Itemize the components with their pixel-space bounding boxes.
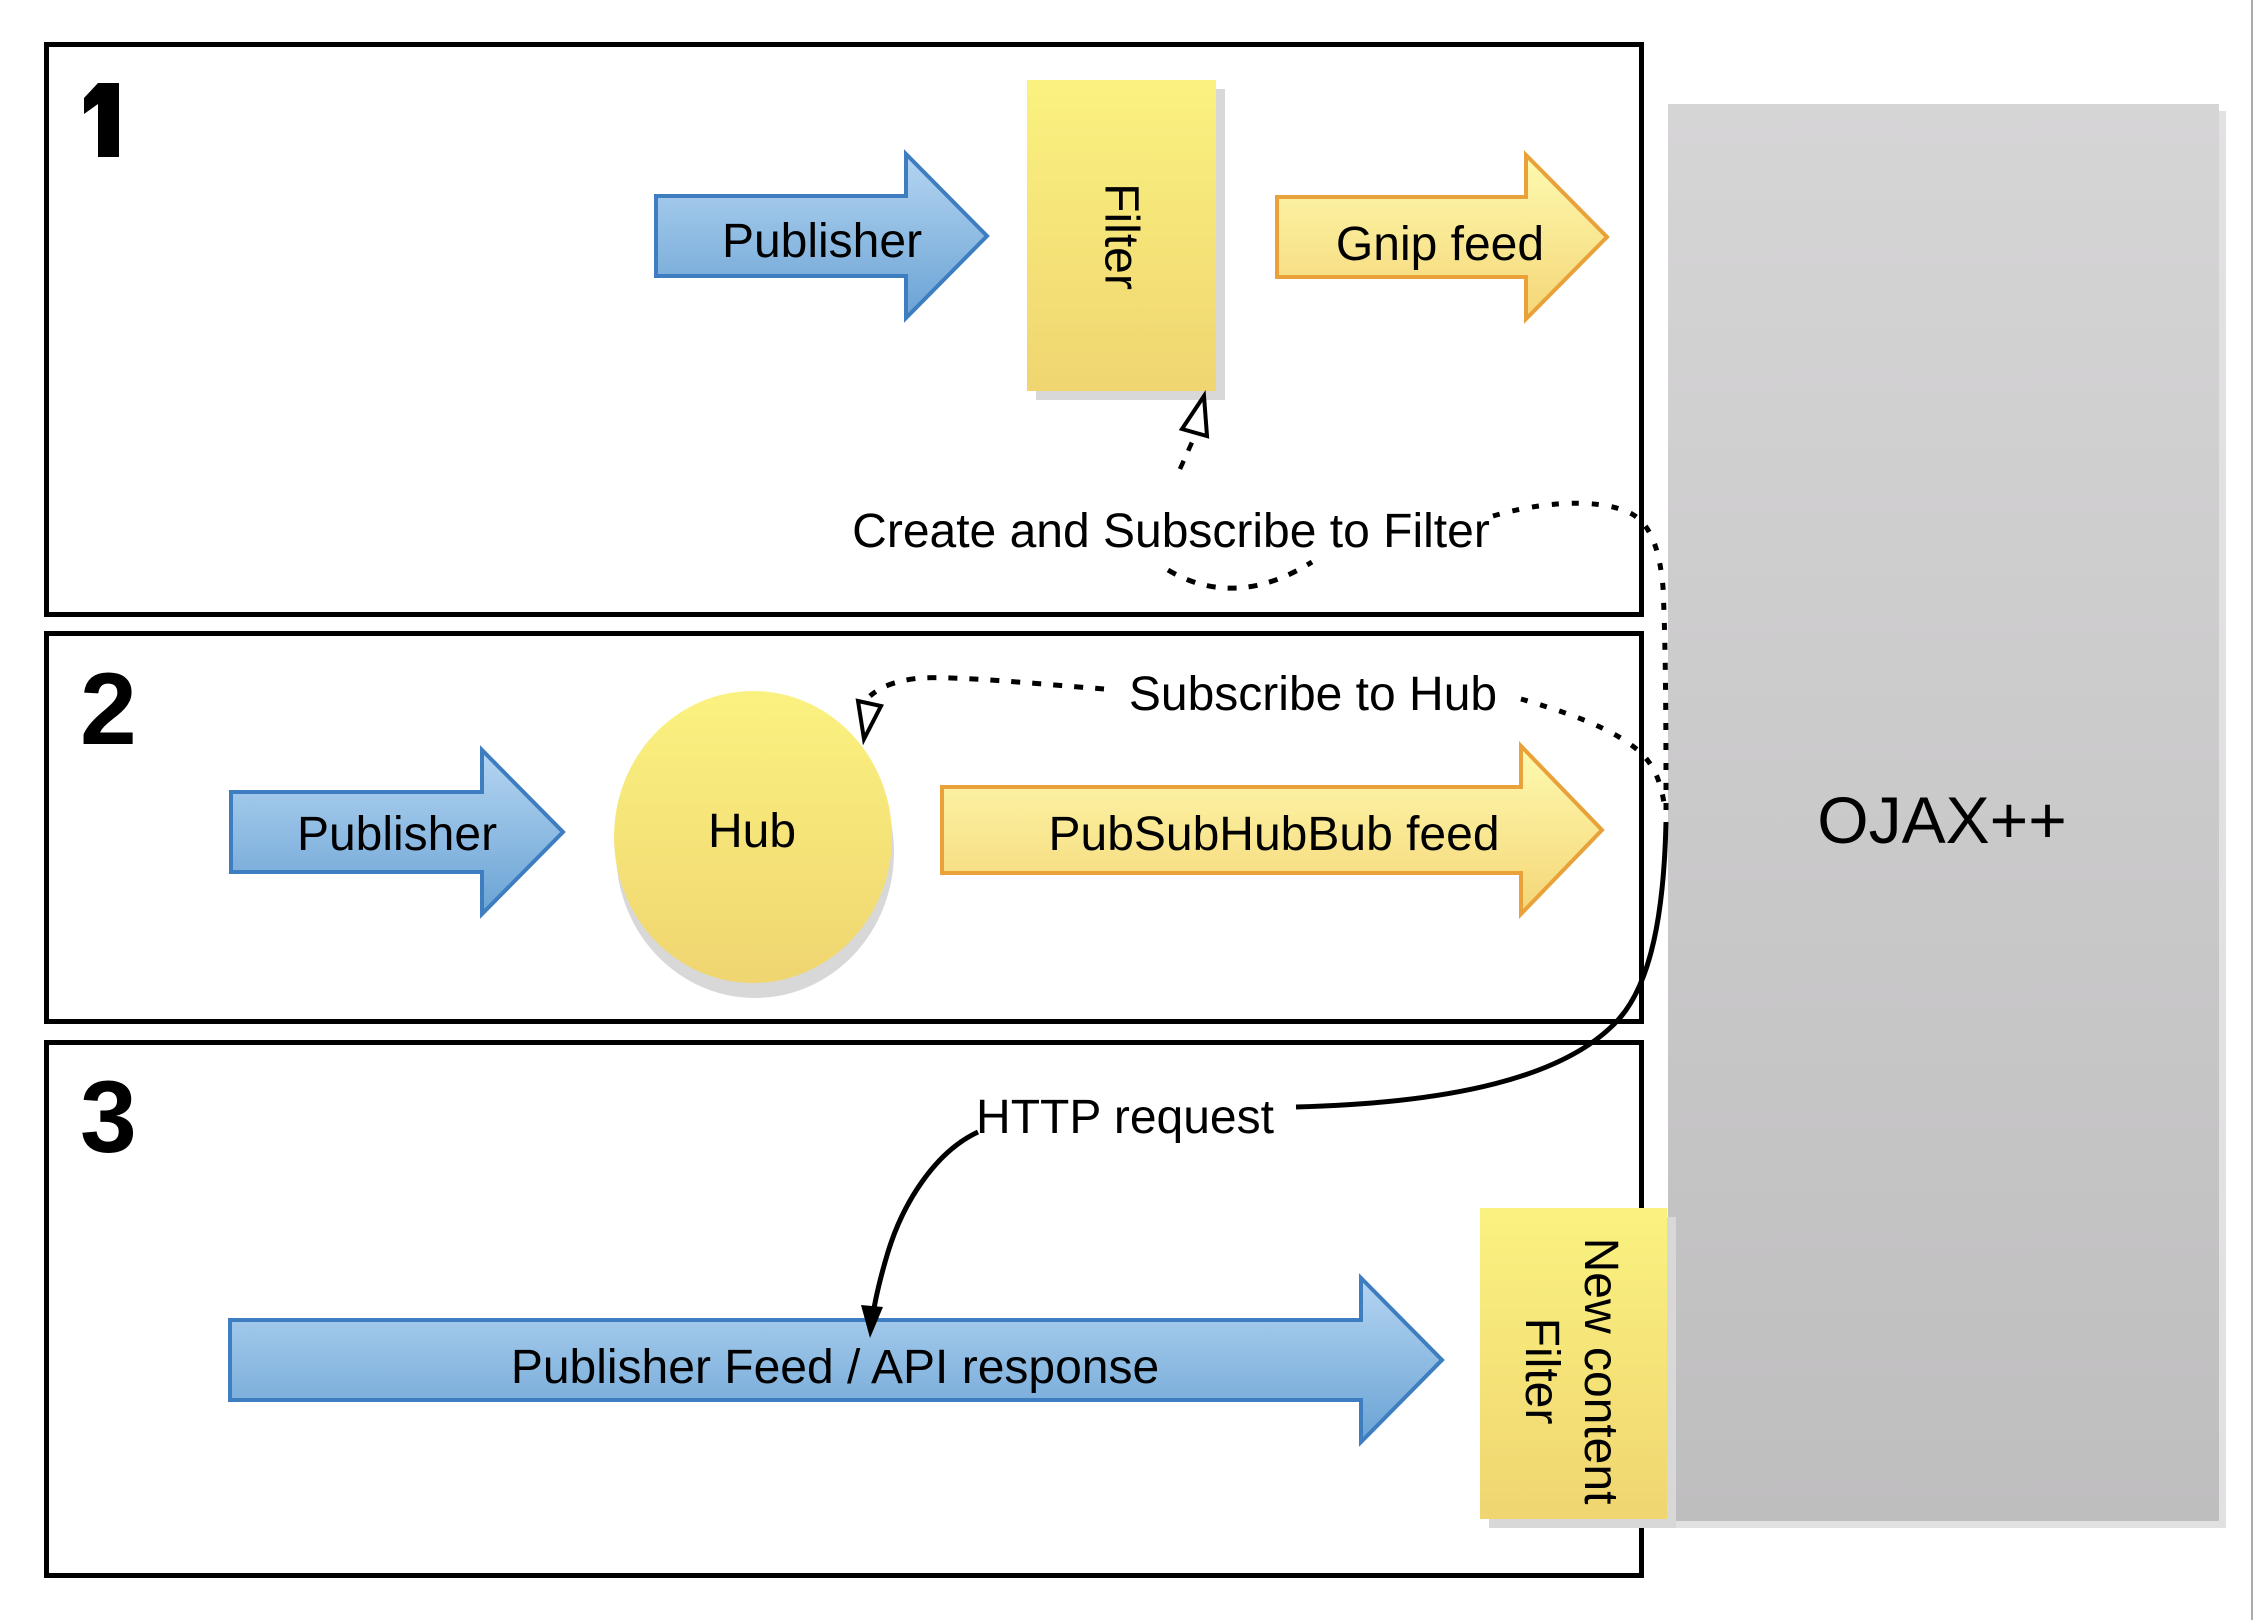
svg-text:Publisher Feed / API response: Publisher Feed / API response [511, 1341, 1159, 1394]
svg-text:Publisher: Publisher [297, 808, 497, 861]
svg-text:OJAX++: OJAX++ [1817, 783, 2066, 857]
svg-text:PubSubHubBub feed: PubSubHubBub feed [1048, 808, 1499, 861]
svg-text:Gnip feed: Gnip feed [1336, 218, 1544, 271]
svg-text:Subscribe to Hub: Subscribe to Hub [1129, 668, 1497, 721]
svg-text:Publisher: Publisher [722, 215, 922, 268]
svg-text:3: 3 [80, 1060, 137, 1174]
svg-text:Create and Subscribe to Filter: Create and Subscribe to Filter [852, 505, 1490, 558]
svg-text:Hub: Hub [708, 805, 796, 858]
svg-text:Filter: Filter [1515, 1318, 1568, 1425]
svg-text:2: 2 [80, 652, 137, 766]
svg-text:Filter: Filter [1095, 183, 1148, 290]
svg-text:New content: New content [1574, 1238, 1627, 1505]
svg-text:HTTP request: HTTP request [976, 1091, 1274, 1144]
